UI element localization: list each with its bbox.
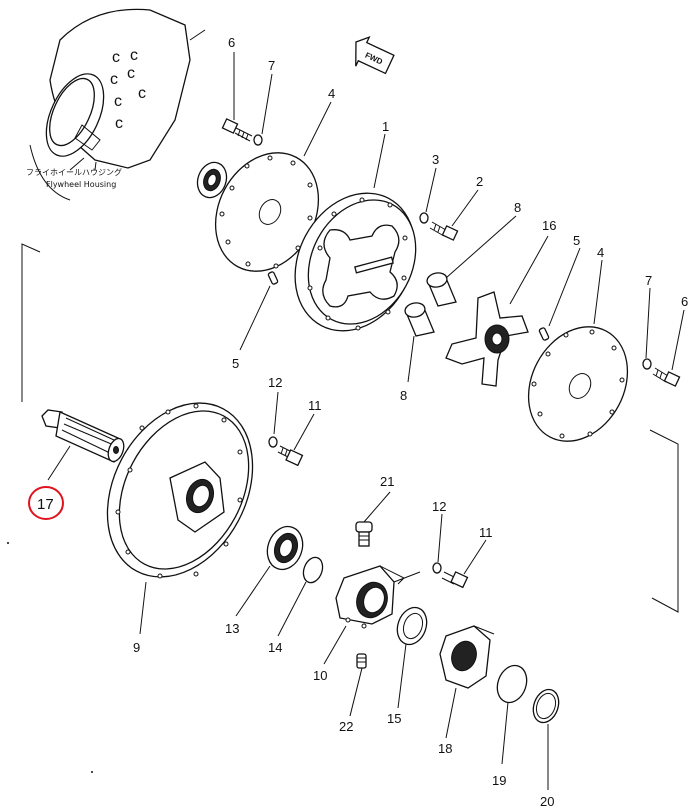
svg-text:c: c xyxy=(114,93,122,110)
speck xyxy=(91,771,93,773)
callout-5-left: 5 xyxy=(232,356,239,371)
damper-cover xyxy=(106,402,254,579)
highlight-circle xyxy=(28,486,64,520)
svg-text:c: c xyxy=(112,49,120,66)
callout-16: 16 xyxy=(542,218,556,233)
svg-text:c: c xyxy=(110,71,118,88)
callout-4-right: 4 xyxy=(597,245,604,260)
pin-upper xyxy=(267,271,279,285)
callout-22: 22 xyxy=(339,719,353,734)
bearing-housing-10 xyxy=(335,565,421,629)
callout-5-right: 5 xyxy=(573,233,580,248)
roller-lower xyxy=(404,302,435,337)
callout-8-top: 8 xyxy=(514,200,521,215)
callout-9: 9 xyxy=(133,640,140,655)
cover-18 xyxy=(439,625,495,689)
callout-11-bottom: 11 xyxy=(479,525,493,540)
callout-11-top: 11 xyxy=(308,398,322,413)
callout-3: 3 xyxy=(432,152,439,167)
coupling-plate-right xyxy=(527,326,629,442)
callout-12-bottom: 12 xyxy=(432,499,446,514)
roller-upper xyxy=(426,272,457,307)
svg-text:c: c xyxy=(127,65,135,82)
bolt-upper-left xyxy=(221,118,253,142)
speck xyxy=(7,542,9,544)
callout-4-top: 4 xyxy=(328,86,335,101)
callout-1: 1 xyxy=(382,119,389,134)
callout-7-top: 7 xyxy=(268,58,275,73)
callout-8-bottom: 8 xyxy=(400,388,407,403)
callout-6-right: 6 xyxy=(681,294,688,309)
housing-label-jp: フライホイールハウジング xyxy=(26,167,122,177)
snap-ring-20 xyxy=(532,688,560,724)
callout-12-top: 12 xyxy=(268,375,282,390)
svg-text:c: c xyxy=(138,85,146,102)
input-shaft xyxy=(41,409,125,463)
left-bracket xyxy=(21,243,41,402)
callout-7-right: 7 xyxy=(645,273,652,288)
snap-ring-14 xyxy=(302,556,324,584)
callout-20: 20 xyxy=(540,794,554,809)
bolt-lower xyxy=(441,571,469,589)
bearing-13 xyxy=(266,525,304,571)
coupling-hub xyxy=(294,192,417,332)
callout-10: 10 xyxy=(313,668,327,683)
cap-19 xyxy=(496,664,528,704)
fwd-direction-marker: FWD xyxy=(355,36,395,75)
callout-6-top: 6 xyxy=(228,35,235,50)
coupling-spider xyxy=(445,291,529,387)
bolt-2 xyxy=(429,221,459,241)
washer-mid xyxy=(268,436,278,448)
bearing-top xyxy=(196,161,228,199)
callout-15: 15 xyxy=(387,711,401,726)
coupling-plate-upper xyxy=(214,152,320,272)
washer-upper-left xyxy=(253,134,263,146)
leader-lines xyxy=(47,52,685,790)
oil-seal-15 xyxy=(396,606,428,646)
pin-right xyxy=(538,327,550,341)
washer-right xyxy=(642,358,652,370)
callout-labels: 6 7 4 1 3 2 8 16 5 4 7 6 5 8 12 11 17 9 … xyxy=(37,35,688,809)
callout-13: 13 xyxy=(225,621,239,636)
callout-14: 14 xyxy=(268,640,282,655)
bolt-mid xyxy=(277,445,304,467)
callout-2: 2 xyxy=(476,174,483,189)
breather-21 xyxy=(355,521,373,547)
callout-17: 17 xyxy=(37,496,54,513)
callout-19: 19 xyxy=(492,773,506,788)
plug-22 xyxy=(356,653,367,669)
flywheel-housing: c c c c c c c xyxy=(29,8,206,201)
housing-label-en: Flywheel Housing xyxy=(46,180,116,189)
right-bracket xyxy=(649,429,679,613)
svg-text:c: c xyxy=(130,47,138,64)
bolt-right xyxy=(652,367,681,387)
callout-18: 18 xyxy=(438,741,452,756)
washer-lower xyxy=(432,562,442,574)
callout-21: 21 xyxy=(380,474,394,489)
washer-3 xyxy=(419,212,429,224)
svg-text:c: c xyxy=(115,115,123,132)
